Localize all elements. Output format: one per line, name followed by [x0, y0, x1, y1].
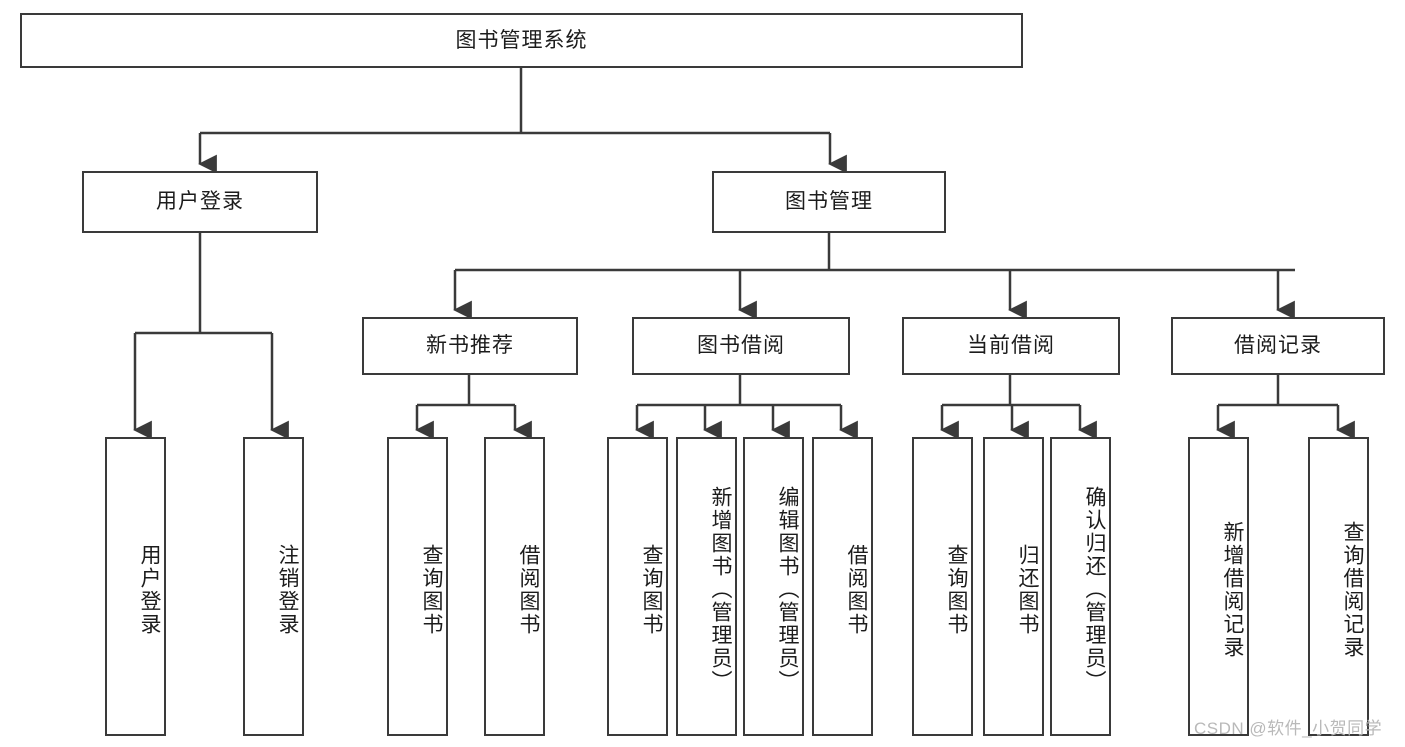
leaf-return-book[interactable]: 归还图书: [983, 437, 1044, 736]
leaf-confirm-return[interactable]: 确认归还（管理员）: [1050, 437, 1111, 736]
leaf-add-book[interactable]: 新增图书（管理员）: [676, 437, 737, 736]
node-book-borrow[interactable]: 图书借阅: [632, 317, 850, 375]
csdn-watermark: CSDN @软件_小贺同学: [1194, 719, 1383, 738]
node-root[interactable]: 图书管理系统: [20, 13, 1023, 68]
node-borrow-record[interactable]: 借阅记录: [1171, 317, 1385, 375]
node-user-login[interactable]: 用户登录: [82, 171, 318, 233]
leaf-query-book-2[interactable]: 查询图书: [607, 437, 668, 736]
leaf-query-book-1[interactable]: 查询图书: [387, 437, 448, 736]
leaf-query-record[interactable]: 查询借阅记录: [1308, 437, 1369, 736]
leaf-logout[interactable]: 注销登录: [243, 437, 304, 736]
leaf-borrow-book-1[interactable]: 借阅图书: [484, 437, 545, 736]
node-current-borrow[interactable]: 当前借阅: [902, 317, 1120, 375]
node-new-book-rec[interactable]: 新书推荐: [362, 317, 578, 375]
node-book-manage[interactable]: 图书管理: [712, 171, 946, 233]
leaf-user-login[interactable]: 用户登录: [105, 437, 166, 736]
leaf-query-book-3[interactable]: 查询图书: [912, 437, 973, 736]
leaf-borrow-book-2[interactable]: 借阅图书: [812, 437, 873, 736]
leaf-add-record[interactable]: 新增借阅记录: [1188, 437, 1249, 736]
leaf-edit-book[interactable]: 编辑图书（管理员）: [743, 437, 804, 736]
